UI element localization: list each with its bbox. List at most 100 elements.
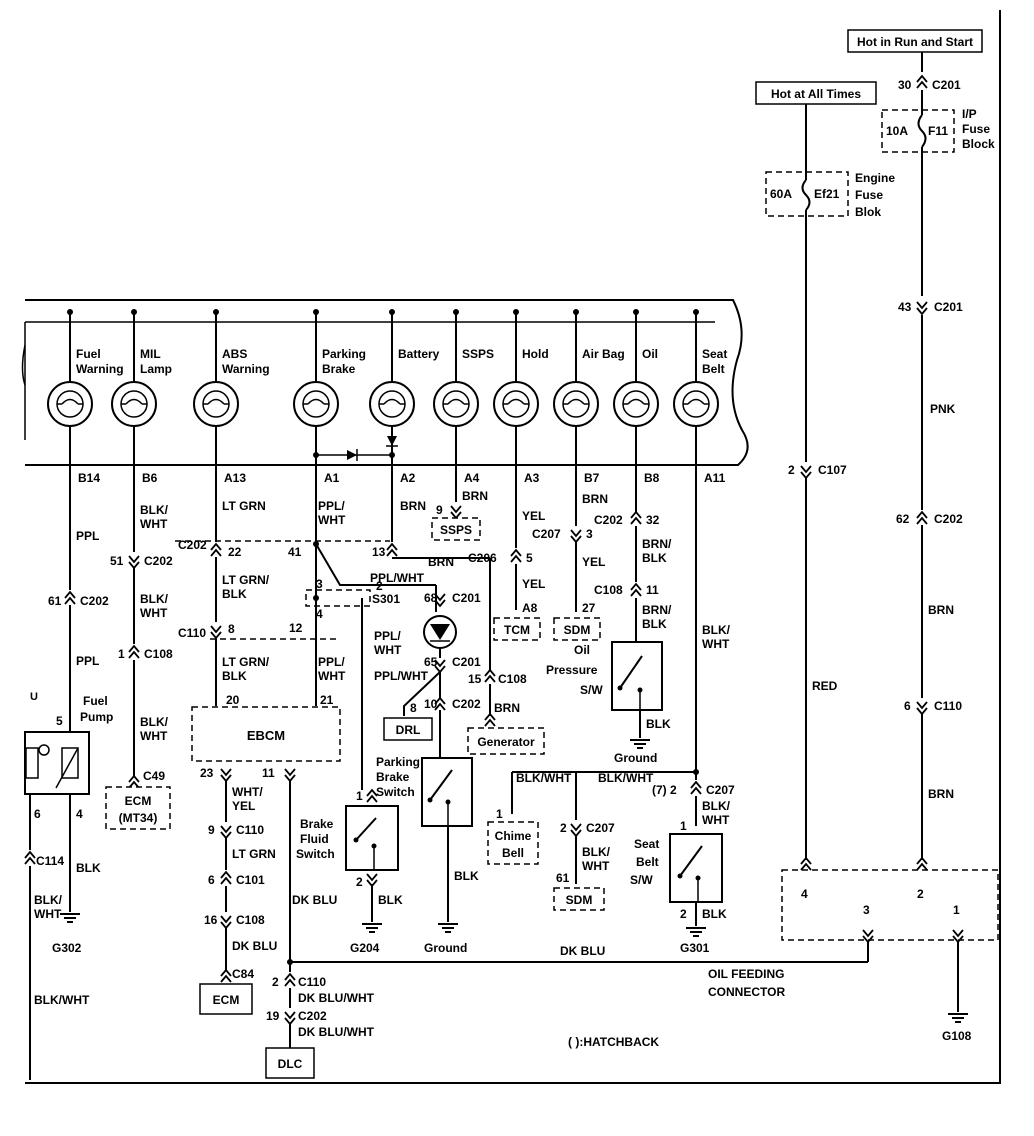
- instrument-cluster: [21, 299, 749, 466]
- diagram-label: 5: [526, 551, 533, 565]
- diagram-label: 65: [424, 655, 438, 669]
- diagram-label: BLK: [646, 717, 671, 731]
- diagram-label: 1: [118, 647, 125, 661]
- diagram-label: DRL: [396, 723, 421, 737]
- diagram-label: Pump: [80, 710, 113, 724]
- diagram-label: PNK: [930, 402, 956, 416]
- diagram-label: C206: [468, 551, 497, 565]
- tcm: TCM: [493, 617, 541, 641]
- lamp-oil: Oil: [613, 309, 659, 470]
- diagram-label: DK BLU: [232, 939, 277, 953]
- diagram-label: S/W: [580, 683, 603, 697]
- diagram-label: G108: [942, 1029, 972, 1043]
- diagram-label: BLK: [222, 587, 247, 601]
- diagram-label: 68: [424, 591, 438, 605]
- diagram-label: DK BLU/WHT: [298, 1025, 375, 1039]
- diagram-label: A1: [324, 471, 340, 485]
- diagram-label: 20: [226, 693, 240, 707]
- diagram-label: 2: [272, 975, 279, 989]
- diagram-label: C201: [934, 300, 963, 314]
- fuel-pump: Fuel Pump 5 6 4 U: [24, 691, 113, 821]
- diagram-label: Seat: [634, 837, 659, 851]
- diagram-label: BRN: [428, 555, 454, 569]
- diagram-label: YEL: [522, 509, 545, 523]
- diagram-label: 9: [208, 823, 215, 837]
- diagram-label: BLK/: [140, 592, 169, 606]
- diagram-label: 11: [262, 766, 275, 780]
- diagram-label: 1: [496, 807, 503, 821]
- power-hot-run-start: Hot in Run and Start: [847, 29, 983, 53]
- diagram-label: SDM: [564, 623, 591, 637]
- diagram-label: PPL/: [318, 655, 345, 669]
- diagram-label: WHT: [140, 729, 168, 743]
- diagram-label: G301: [680, 941, 710, 955]
- diagram-label: Ground: [424, 941, 467, 955]
- diagram-label: BRN: [928, 603, 954, 617]
- diagram-label: RED: [812, 679, 838, 693]
- diagram-label: C201: [452, 655, 481, 669]
- drl-indicator-diode: [423, 615, 457, 649]
- diagram-label: B14: [78, 471, 100, 485]
- diagram-label: BLK/: [140, 503, 169, 517]
- diagram-label: 8: [228, 622, 235, 636]
- diagram-label: BRN: [582, 492, 608, 506]
- diagram-label: BLK/: [140, 715, 169, 729]
- ip-fuse-label-1: I/P: [962, 107, 977, 121]
- lamp-battery-label: Battery: [398, 347, 440, 361]
- diagram-label: BLK: [222, 669, 247, 683]
- diagram-label: G204: [350, 941, 380, 955]
- diagram-label: A4: [464, 471, 480, 485]
- diagram-label: C107: [818, 463, 847, 477]
- diagram-label: Oil: [574, 643, 590, 657]
- lamp-fuel-label: Fuel: [76, 347, 101, 361]
- diagram-label: 22: [228, 545, 242, 559]
- diagram-label: 4: [801, 887, 808, 901]
- lamp-hold: Hold: [493, 309, 549, 470]
- diagram-label: BLK/WHT: [598, 771, 654, 785]
- diagram-label: 43: [898, 300, 912, 314]
- diagram-label: G302: [52, 941, 82, 955]
- diagram-label: WHT: [702, 813, 730, 827]
- diagram-label: BRN/: [642, 537, 672, 551]
- ecm-mt34: ECM (MT34): [105, 786, 171, 830]
- diagram-label: 11: [646, 583, 659, 597]
- diagram-label: C202: [934, 512, 963, 526]
- lamp-parking-label: Brake: [322, 362, 356, 376]
- diagram-label: 51: [110, 554, 124, 568]
- diagram-label: YEL: [582, 555, 605, 569]
- diagram-label: 8: [410, 701, 417, 715]
- diagram-label: WHT/: [232, 785, 263, 799]
- diagram-label: C108: [236, 913, 265, 927]
- diagram-label: BLK/: [702, 623, 731, 637]
- diagram-label: 4: [76, 807, 83, 821]
- diagram-label: S/W: [630, 873, 653, 887]
- diagram-label: 1: [680, 819, 687, 833]
- diagram-label: 2: [788, 463, 795, 477]
- drl: DRL: [383, 717, 433, 741]
- diagram-label: C108: [144, 647, 173, 661]
- diagram-label: SDM: [566, 893, 593, 907]
- diagram-label: LT GRN/: [222, 655, 270, 669]
- engine-fuse-label-3: Blok: [855, 205, 881, 219]
- diagram-label: C108: [594, 583, 623, 597]
- diagram-label: BRN: [494, 701, 520, 715]
- lamp-mil-label: MIL: [140, 347, 161, 361]
- diagram-label: 3: [863, 903, 870, 917]
- diagram-label: LT GRN/: [222, 573, 270, 587]
- diagram-label: Switch: [296, 847, 335, 861]
- diagram-label: C207: [532, 527, 561, 541]
- diagram-label: BLK/: [34, 893, 63, 907]
- diagram-label: 41: [288, 545, 302, 559]
- diagram-label: 2: [680, 907, 687, 921]
- diagram-label: 19: [266, 1009, 280, 1023]
- diagram-label: OIL FEEDING: [708, 967, 784, 981]
- diagram-label: 4: [316, 607, 323, 621]
- diagram-label: Hot in Run and Start: [857, 35, 973, 49]
- diagram-label: CONNECTOR: [708, 985, 785, 999]
- ip-fuse-label-2: Fuse: [962, 122, 990, 136]
- diagram-label: BLK/: [702, 799, 731, 813]
